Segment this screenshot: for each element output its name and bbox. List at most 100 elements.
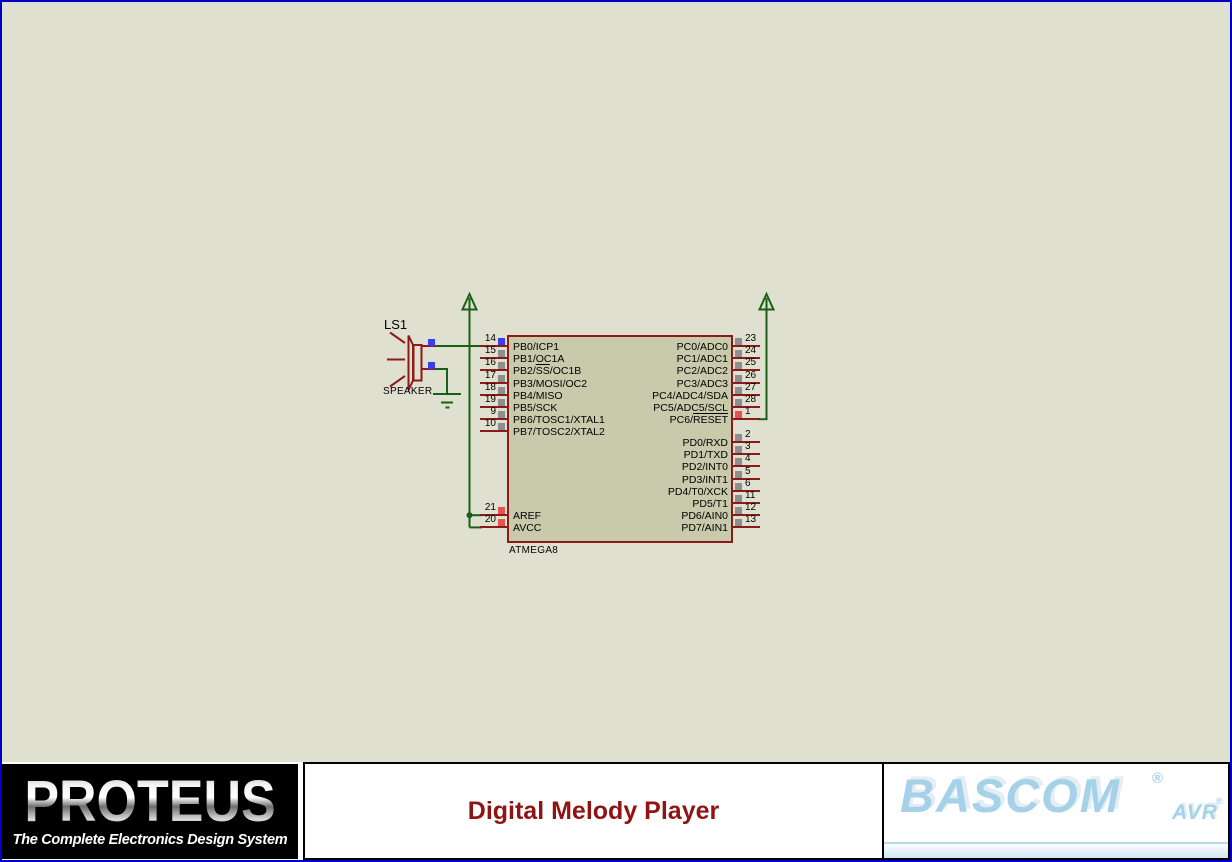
pin-4-connection-square[interactable] [735,458,742,466]
chip-name-label: ATMEGA8 [509,545,559,556]
pin-16-stub[interactable] [480,369,507,372]
speaker-soundwave-top [389,331,406,344]
pin-3-connection-square[interactable] [735,446,742,454]
pin-24-stub[interactable] [733,357,760,360]
atmega8-chip[interactable] [507,335,733,543]
speaker-driver[interactable] [412,344,423,382]
pin-3-number: 3 [745,441,751,453]
pin-11-number: 11 [745,490,756,501]
pin-17-label: PB3/MOSI/OC2 [513,377,588,390]
pin-28-connection-square[interactable] [735,399,742,406]
pin-4-stub[interactable] [733,465,760,468]
pin-15-connection-square[interactable] [498,350,505,358]
pin-2-label: PD0/RXD [682,437,728,449]
pin-2-connection-square[interactable] [735,434,742,441]
bascom-avr-label: AVR [1172,801,1218,824]
pin-9-label: PB6/TOSC1/XTAL1 [513,414,605,427]
wiring-layer [387,291,776,529]
pin-15-number: 15 [484,345,496,357]
pin-24-number: 24 [745,345,757,357]
bascom-gradient-bar [884,842,1228,858]
pin-14-number: 14 [484,333,496,344]
pin-26-number: 26 [745,369,757,381]
pin-13-number: 13 [745,514,757,526]
pin-14-stub[interactable] [480,345,507,347]
pin-18-connection-square[interactable] [498,386,505,394]
pin-1-number: 1 [745,406,751,418]
pin-6-label: PD4/T0/XCK [667,485,728,498]
pin-21-stub[interactable] [480,514,507,517]
pin-28-stub[interactable] [733,406,760,408]
pin-18-label: PB4/MISO [513,389,563,402]
pin-13-label: PD7/AIN1 [681,522,728,535]
pin-25-connection-square[interactable] [735,362,742,370]
pin-23-connection-square[interactable] [735,338,742,345]
pin-24-connection-square[interactable] [735,350,742,358]
pin-14-connection-square[interactable] [498,338,505,345]
pin-23-label: PC0/ADC0 [676,341,728,353]
pin-27-stub[interactable] [733,393,760,396]
pin-17-connection-square[interactable] [498,374,505,382]
pin-6-connection-square[interactable] [735,482,742,490]
pin-16-number: 16 [484,357,496,369]
pin-26-connection-square[interactable] [735,374,742,382]
pin-27-label: PC4/ADC4/SDA [652,389,728,402]
pin-20-stub[interactable] [480,526,507,529]
pin-21-number: 21 [484,502,496,514]
pin-5-connection-square[interactable] [735,470,742,478]
pin-12-stub[interactable] [733,514,760,517]
pin-12-label: PD6/AIN0 [681,510,728,523]
pin-5-stub[interactable] [733,477,760,480]
speaker-terminal-top[interactable] [428,339,435,346]
pin-13-stub[interactable] [733,526,760,529]
pin-10-connection-square[interactable] [498,423,505,431]
pin-17-stub[interactable] [480,381,507,384]
proteus-tagline: The Complete Electronics Design System [12,831,288,848]
avr-registered-icon: ® [1216,796,1223,806]
pin-24-label: PC1/ADC1 [676,353,728,366]
pin-12-connection-square[interactable] [735,507,742,515]
pin-6-number: 6 [745,477,751,489]
pin-28-label: PC5/ADC5/SCL [653,402,728,414]
pin-23-stub[interactable] [733,345,760,347]
pin-25-stub[interactable] [733,369,760,372]
pin-20-label: AVCC [513,522,542,535]
pin-19-label: PB5/SCK [513,402,558,414]
pin-19-stub[interactable] [480,406,507,408]
pin-2-stub[interactable] [733,441,760,443]
pin-25-label: PC2/ADC2 [676,365,728,378]
pin-21-connection-square[interactable] [498,507,505,515]
speaker-ref-label: LS1 [384,317,408,332]
speaker-type-label: SPEAKER [383,386,433,397]
pin-23-number: 23 [745,333,757,344]
pin-26-label: PC3/ADC3 [676,377,728,390]
pin-9-stub[interactable] [480,418,507,421]
pin-3-stub[interactable] [733,453,760,456]
pin-16-connection-square[interactable] [498,362,505,370]
pin-2-number: 2 [745,429,751,440]
pin-26-stub[interactable] [733,381,760,384]
pin-18-stub[interactable] [480,393,507,396]
pin-6-stub[interactable] [733,489,760,492]
pin-21-label: AREF [513,510,542,523]
pin-11-stub[interactable] [733,502,760,504]
pin-10-stub[interactable] [480,430,507,433]
pin-14-label: PB0/ICP1 [513,341,560,353]
pin-28-number: 28 [745,394,757,405]
pin-19-connection-square[interactable] [498,399,505,406]
pin-20-connection-square[interactable] [498,519,505,527]
pin-1-connection-square[interactable] [735,411,742,419]
pin-15-label: PB1/OC1A [513,353,565,366]
pin-15-stub[interactable] [480,357,507,360]
pin-27-connection-square[interactable] [735,386,742,394]
pin-13-connection-square[interactable] [735,519,742,527]
pin-11-label: PD5/T1 [692,498,728,510]
pin-1-stub[interactable] [733,418,760,421]
pin-9-connection-square[interactable] [498,411,505,419]
bascom-logo-panel: BASCOM ® AVR ® [882,762,1230,860]
speaker-terminal-bottom[interactable] [428,362,435,369]
pin-10-label: PB7/TOSC2/XTAL2 [513,426,605,439]
pin-11-connection-square[interactable] [735,495,742,502]
